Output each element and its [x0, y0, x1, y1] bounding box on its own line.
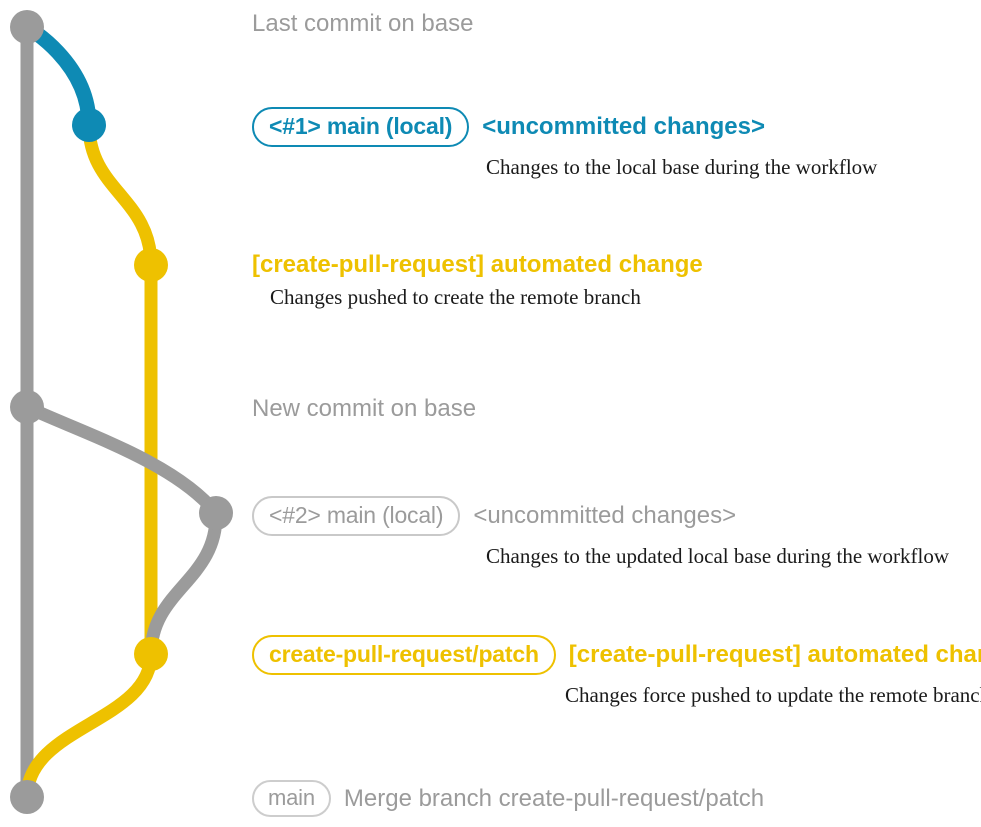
commit-node-base-merge[interactable]	[10, 780, 44, 814]
commit-row-automated-change-update: create-pull-request/patch [create-pull-r…	[252, 635, 981, 707]
commit-subject-text: Last commit on base	[252, 10, 474, 37]
commit-subject-text: [create-pull-request] automated change	[252, 251, 703, 278]
row-header: Last commit on base	[252, 11, 473, 36]
commit-subject-text: New commit on base	[252, 395, 477, 422]
commit-subject-text: Merge branch create-pull-request/patch	[343, 784, 765, 812]
branch-label-main-local-2[interactable]: <#2> main (local)	[252, 496, 461, 537]
edge-local2-to-patch2	[144, 506, 223, 661]
commit-node-local-1[interactable]	[72, 108, 106, 142]
commit-note-text: Changes pushed to create the remote bran…	[270, 285, 641, 310]
commit-subject-text: [create-pull-request] automated change	[568, 641, 981, 669]
commit-row-automated-change-create: [create-pull-request] automated change C…	[252, 252, 703, 309]
branch-label-create-pull-request-patch[interactable]: create-pull-request/patch	[252, 635, 556, 676]
commit-node-local-2[interactable]	[199, 496, 233, 530]
edge-patch2-to-basemerge	[20, 647, 158, 804]
commit-row-local-uncommitted-2: <#2> main (local) <uncommitted changes> …	[252, 496, 949, 568]
commit-note-text: Changes to the updated local base during…	[486, 544, 950, 569]
commit-subject-text: <uncommitted changes>	[473, 502, 737, 530]
commit-subject-text: <uncommitted changes>	[482, 113, 765, 141]
row-header: main Merge branch create-pull-request/pa…	[252, 780, 765, 818]
commit-row-local-uncommitted-1: <#1> main (local) <uncommitted changes> …	[252, 107, 877, 179]
commit-row-last-commit-on-base: Last commit on base	[252, 11, 473, 36]
row-header: New commit on base	[252, 396, 476, 421]
branch-label-main[interactable]: main	[252, 780, 331, 818]
commit-row-new-commit-on-base: New commit on base	[252, 396, 476, 421]
branch-label-main-local-1[interactable]: <#1> main (local)	[252, 107, 470, 148]
commit-node-base-new[interactable]	[10, 390, 44, 424]
row-header: <#1> main (local) <uncommitted changes>	[252, 107, 877, 148]
row-header: [create-pull-request] automated change	[252, 252, 703, 277]
row-header: <#2> main (local) <uncommitted changes>	[252, 496, 949, 537]
edge-basenew-to-local2	[20, 400, 223, 520]
commit-node-patch-2[interactable]	[134, 637, 168, 671]
commit-node-base-last[interactable]	[10, 10, 44, 44]
commit-note-text: Changes force pushed to update the remot…	[565, 683, 981, 708]
git-graph-canvas	[10, 10, 233, 814]
commit-node-patch-1[interactable]	[134, 248, 168, 282]
edge-local1-to-patch1	[82, 118, 158, 272]
commit-row-merge-branch: main Merge branch create-pull-request/pa…	[252, 780, 765, 818]
row-header: create-pull-request/patch [create-pull-r…	[252, 635, 981, 676]
commit-note-text: Changes to the local base during the wor…	[486, 155, 878, 180]
